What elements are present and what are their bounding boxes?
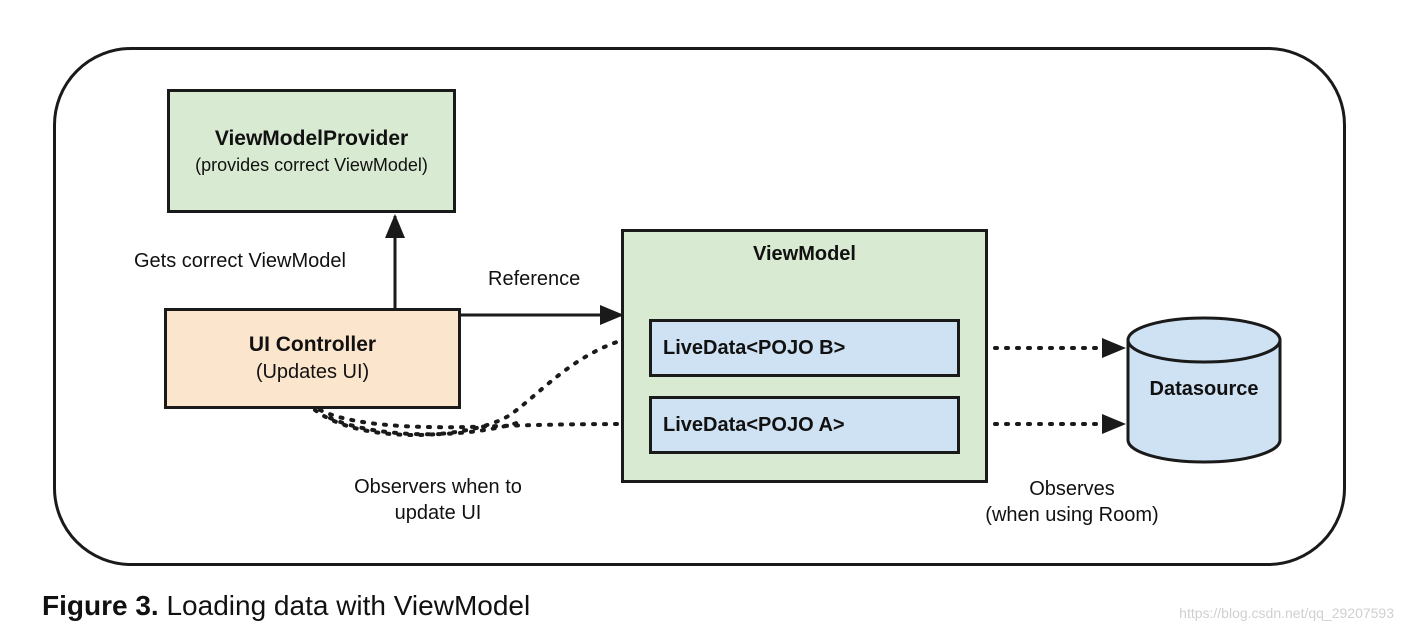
viewmodel-title: ViewModel [753, 243, 856, 265]
figure-caption-text: Loading data with ViewModel [166, 590, 531, 621]
label-observes-line2: (when using Room) [985, 504, 1159, 526]
figure-number: Figure 3. [42, 590, 159, 621]
figure-caption: Figure 3. Loading data with ViewModel [42, 590, 530, 622]
label-observes-line1: Observes [1029, 478, 1115, 500]
arrow-observe-livedata-a [318, 408, 650, 435]
label-gets-viewmodel: Gets correct ViewModel [134, 250, 346, 272]
viewmodel-provider-box: ViewModelProvider (provides correct View… [167, 89, 456, 213]
ui-controller-title: UI Controller [248, 333, 377, 356]
arrow-observe-livedata-b [313, 327, 650, 437]
datasource-cylinder [1126, 316, 1282, 464]
watermark: https://blog.csdn.net/qq_29207593 [1179, 605, 1394, 621]
label-reference: Reference [488, 268, 581, 290]
ui-controller-box: UI Controller (Updates UI) [164, 308, 461, 409]
label-observers-line1: Observers when to [354, 476, 522, 498]
ui-controller-subtitle: (Updates UI) [255, 361, 370, 383]
viewmodel-provider-subtitle: (provides correct ViewModel) [195, 154, 428, 175]
datasource-label: Datasource [1149, 378, 1259, 400]
arrow-observe-extra [328, 416, 522, 437]
livedata-pojo-a: LiveData<POJO A> [649, 396, 960, 454]
livedata-pojo-b: LiveData<POJO B> [649, 319, 960, 377]
viewmodel-provider-title: ViewModelProvider [214, 126, 409, 150]
diagram-frame [53, 47, 1346, 566]
label-observers-line2: update UI [394, 502, 482, 524]
